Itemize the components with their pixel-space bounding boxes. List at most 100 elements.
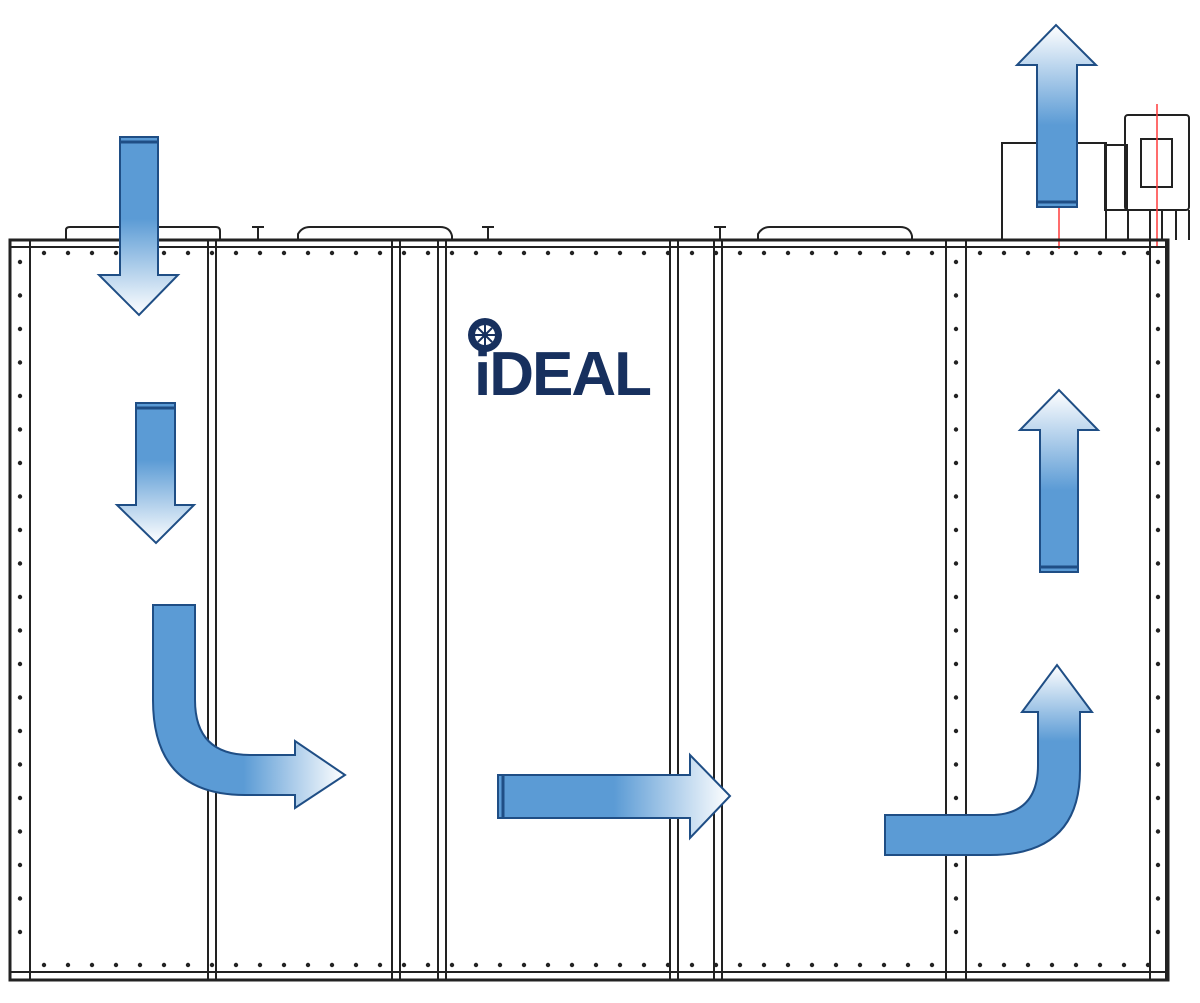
rivet	[785, 962, 791, 968]
rivet	[17, 427, 23, 432]
rivet	[761, 250, 767, 256]
rivet	[833, 250, 839, 256]
rivet	[665, 962, 671, 968]
rivet	[1121, 962, 1127, 968]
crossflow-arrow	[497, 752, 732, 841]
rivet	[953, 259, 959, 265]
rivet	[1025, 962, 1031, 968]
rivet	[17, 561, 23, 566]
rivet	[617, 962, 623, 968]
rivet	[1155, 829, 1161, 834]
logo-text: iDEAL	[474, 340, 650, 409]
rivet	[953, 494, 959, 499]
rivet	[17, 393, 23, 399]
rivet	[929, 250, 935, 256]
rivet	[1155, 293, 1161, 298]
rivet	[377, 250, 383, 256]
rivet	[1121, 250, 1127, 256]
rivet	[881, 962, 887, 968]
rivet	[953, 896, 959, 901]
rivet	[641, 962, 647, 968]
rivet	[17, 695, 23, 700]
rivet	[953, 427, 959, 432]
rivet	[17, 293, 23, 298]
rivet	[17, 628, 23, 633]
rivet	[593, 962, 599, 968]
rivet	[113, 250, 119, 256]
rivet	[1073, 250, 1079, 256]
rivet	[953, 594, 959, 600]
rivet	[1145, 250, 1151, 256]
rivet	[617, 250, 623, 256]
rivet	[329, 250, 335, 256]
rivet	[401, 250, 407, 256]
rivet	[449, 250, 455, 256]
rivet	[89, 962, 95, 968]
rivet	[953, 661, 959, 667]
rivet	[353, 962, 359, 968]
rivet	[17, 494, 23, 499]
rivet	[17, 929, 23, 935]
rivet	[233, 250, 239, 256]
rivet	[1155, 494, 1161, 499]
rivet	[1155, 929, 1161, 935]
rivet	[1155, 695, 1161, 700]
rivet	[1145, 962, 1151, 968]
rivet	[713, 250, 719, 256]
rivet	[1049, 962, 1055, 968]
rivet	[953, 728, 959, 734]
rivet	[1155, 628, 1161, 633]
rivet	[953, 527, 959, 533]
rivet	[329, 962, 335, 968]
rivet	[257, 962, 263, 968]
rivet	[41, 962, 47, 968]
rivet	[209, 250, 215, 256]
rivet	[281, 250, 287, 256]
rivet	[497, 962, 503, 968]
rivet	[161, 250, 167, 256]
rivet	[953, 326, 959, 332]
rivet	[1025, 250, 1031, 256]
arrow-tail-bands	[121, 140, 1077, 817]
rivet	[1001, 962, 1007, 968]
rivet	[65, 250, 71, 256]
rivet	[1155, 896, 1161, 901]
rivet	[425, 962, 431, 968]
rivet	[689, 250, 695, 256]
rivet	[1155, 326, 1161, 332]
rivet	[689, 962, 695, 968]
turn-up-arrow	[884, 663, 1094, 856]
rivet	[833, 962, 839, 968]
rivet	[977, 962, 983, 968]
rivet	[17, 762, 23, 767]
turn-right-arrow	[152, 604, 347, 810]
rivet	[1097, 962, 1103, 968]
exhaust-arrow	[1014, 23, 1099, 208]
rivet	[1155, 594, 1161, 600]
booth-frame	[8, 238, 1170, 982]
rivet	[281, 962, 287, 968]
upflow-arrow	[1017, 388, 1101, 573]
rivet	[953, 360, 959, 365]
rivet	[521, 962, 527, 968]
rivet	[809, 250, 815, 256]
rivet	[209, 962, 215, 968]
rivet	[89, 250, 95, 256]
rivet	[857, 962, 863, 968]
rivet	[185, 962, 191, 968]
rivet	[17, 360, 23, 365]
rivet	[1001, 250, 1007, 256]
rivet	[65, 962, 71, 968]
rivet	[569, 250, 575, 256]
rivet	[1073, 962, 1079, 968]
rivet	[449, 962, 455, 968]
downflow-arrow	[114, 402, 197, 545]
ideal-logo: iDEAL	[468, 318, 652, 409]
rivet	[233, 962, 239, 968]
rivet	[569, 962, 575, 968]
rivet	[953, 862, 959, 868]
rivet	[17, 829, 23, 834]
rivet	[161, 962, 167, 968]
rivet	[953, 561, 959, 566]
